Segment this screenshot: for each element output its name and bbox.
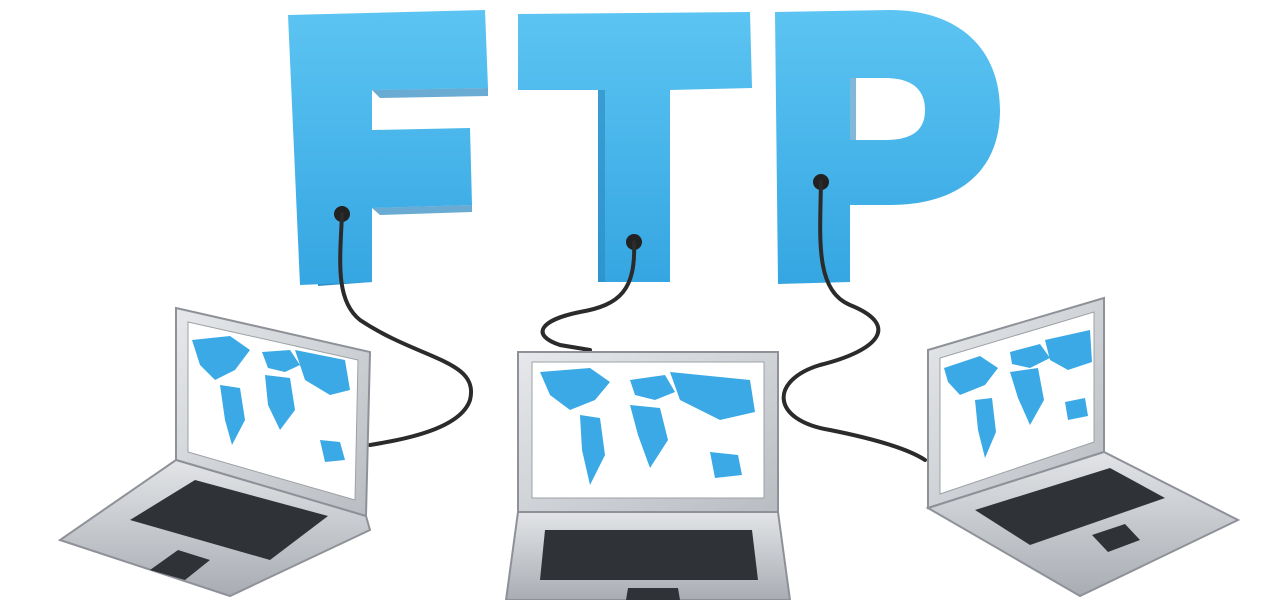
cable-left [338,212,474,447]
letter-t [518,12,752,282]
letter-p-face [775,10,1000,284]
world-map-icon [192,336,350,462]
world-map-icon [540,368,755,485]
letter-t-edge [598,90,605,282]
letter-p-hole-edge [850,78,856,140]
letter-f [288,10,488,286]
laptop-right [925,296,1241,598]
laptop-right-trackpad [1092,524,1140,552]
laptop-center-keyboard [540,530,758,580]
laptop-left-trackpad [150,550,210,580]
cable-center [540,240,637,352]
laptop-right-keyboard [975,468,1165,545]
letter-p [775,10,1000,284]
laptop-left-keyboard [130,480,328,560]
letter-p-hole [850,78,925,140]
laptop-center-trackpad [626,588,680,600]
world-map-icon [944,330,1092,458]
laptop-center [504,351,792,600]
letter-f-inner-edge-2 [372,205,472,215]
laptop-left [57,306,372,598]
cable-right [781,180,927,462]
letter-f-face [288,10,488,285]
letter-f-inner-edge [372,88,488,98]
letter-t-face [518,12,752,282]
ftp-letters [288,10,1000,286]
network-cables [338,180,927,462]
